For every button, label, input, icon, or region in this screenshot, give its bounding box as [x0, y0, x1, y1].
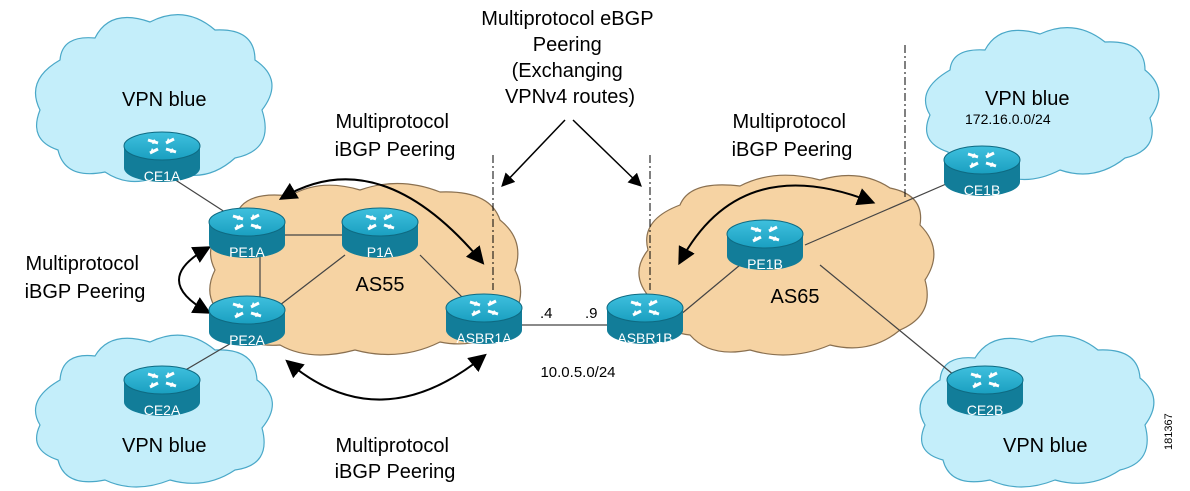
- router-ce1a: CE1A: [122, 130, 202, 184]
- ip-label-asbr1a: .4: [540, 305, 553, 322]
- label-line: Peering: [533, 34, 602, 56]
- vpn-cloud-top-right: [925, 27, 1160, 181]
- label-line: (Exchanging: [512, 60, 623, 82]
- router-label: ASBR1A: [456, 330, 512, 346]
- router-label: CE2B: [967, 402, 1004, 418]
- router-ce1b: CE1B: [942, 144, 1022, 198]
- router-label: ASBR1B: [617, 330, 672, 346]
- ibgp-label-top-left: Multiprotocol iBGP Peering: [335, 111, 456, 161]
- peering-arrows: [178, 178, 876, 401]
- as55-label: AS55: [356, 274, 405, 296]
- label-line: VPNv4 routes): [505, 86, 635, 108]
- prefix-label: 172.16.0.0/24: [965, 111, 1051, 127]
- vpn-cloud-top-left: [34, 14, 273, 183]
- label-line: Multiprotocol: [336, 435, 449, 457]
- label-line: Multiprotocol: [733, 111, 846, 133]
- label-line: iBGP Peering: [25, 281, 146, 303]
- label-line: iBGP Peering: [732, 139, 853, 161]
- label-line: iBGP Peering: [335, 461, 456, 483]
- router-ce2a: CE2A: [122, 364, 202, 418]
- label-line: Multiprotocol eBGP: [481, 8, 653, 30]
- vpn-label-top-left: VPN blue: [122, 89, 207, 111]
- router-pe1a: PE1A: [207, 206, 287, 260]
- router-pe2a: PE2A: [207, 294, 287, 348]
- router-label: PE2A: [229, 332, 265, 348]
- router-ce2b: CE2B: [945, 364, 1025, 418]
- ibgp-label-left: Multiprotocol iBGP Peering: [25, 253, 146, 303]
- ebgp-label: Multiprotocol eBGP Peering (Exchanging V…: [481, 8, 659, 108]
- vpn-label-bottom-left: VPN blue: [122, 435, 207, 457]
- label-line: Multiprotocol: [26, 253, 139, 275]
- router-label: PE1A: [229, 244, 265, 260]
- router-asbr1a: ASBR1A: [444, 292, 524, 346]
- as-boundary-lines: [492, 45, 906, 290]
- ibgp-label-top-right: Multiprotocol iBGP Peering: [732, 111, 853, 161]
- ip-label-asbr1b: .9: [585, 305, 598, 322]
- as65-label: AS65: [771, 286, 820, 308]
- router-label: CE1B: [964, 182, 1001, 198]
- label-line: Multiprotocol: [336, 111, 449, 133]
- label-line: iBGP Peering: [335, 139, 456, 161]
- router-pe1b: PE1B: [725, 218, 805, 272]
- vpn-cloud-bottom-right: [919, 335, 1155, 488]
- router-p1a: P1A: [340, 206, 420, 260]
- ebgp-arrows: [501, 119, 642, 187]
- router-label: CE2A: [144, 402, 181, 418]
- ibgp-label-bottom: Multiprotocol iBGP Peering: [335, 435, 456, 483]
- router-label: PE1B: [747, 256, 783, 272]
- figure-id: 181367: [1163, 413, 1175, 450]
- vpn-label-bottom-right: VPN blue: [1003, 435, 1088, 457]
- router-label: CE1A: [144, 168, 181, 184]
- vpn-label-top-right: VPN blue: [985, 88, 1070, 110]
- router-label: P1A: [367, 244, 394, 260]
- router-asbr1b: ASBR1B: [605, 292, 685, 346]
- subnet-label: 10.0.5.0/24: [540, 364, 615, 381]
